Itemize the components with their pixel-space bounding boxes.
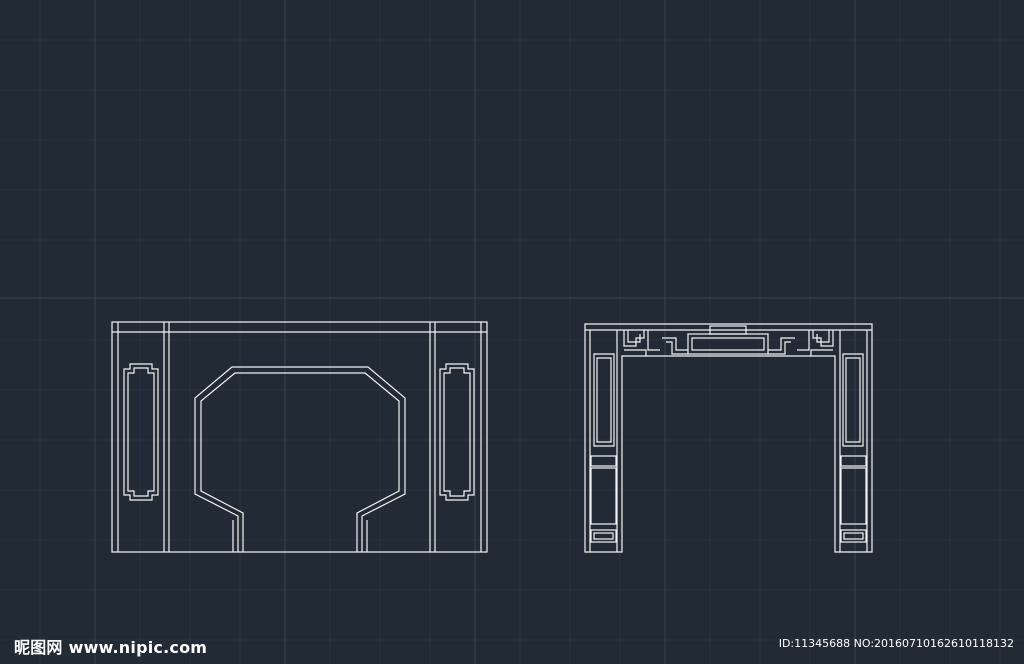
side-elevation-view[interactable] — [584, 323, 873, 553]
image-id-watermark: ID:11345688 NO:20160710162610118132 — [778, 637, 1014, 650]
nipic-brand-text: 昵图网 — [14, 638, 63, 657]
nipic-site-url: www.nipic.com — [68, 638, 208, 657]
front-elevation-view[interactable] — [111, 321, 488, 553]
nipic-watermark-logo: 昵图网 www.nipic.com — [14, 634, 207, 658]
